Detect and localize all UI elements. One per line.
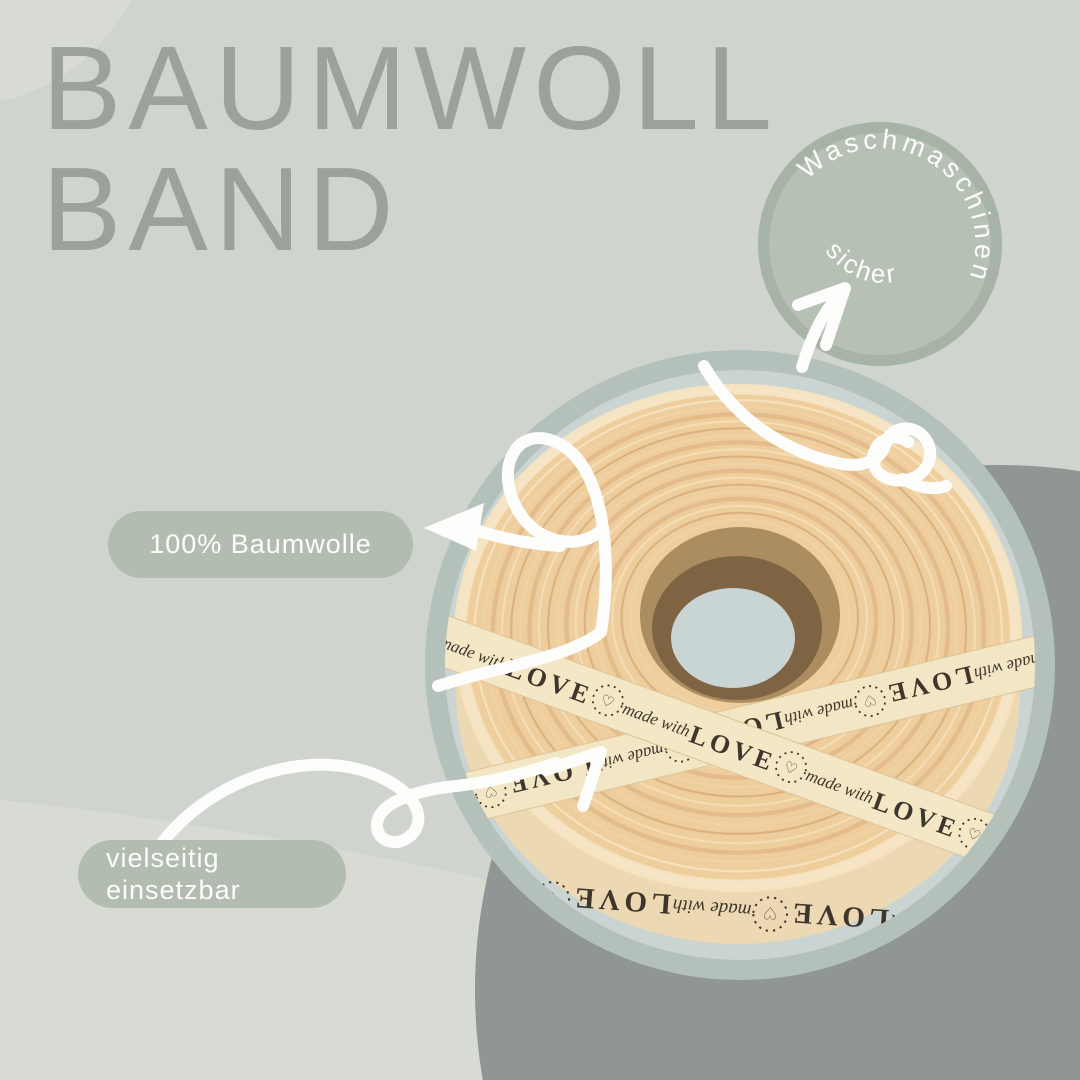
versatile-label-line1: vielseitig (106, 843, 220, 873)
ribbon-print-word: LOVE (570, 881, 672, 920)
title-line-1: BAUMWOLL (42, 22, 780, 155)
heart-icon-glyph: ♡ (598, 691, 617, 713)
blob-top-left (0, 0, 132, 100)
heart-icon (854, 685, 886, 718)
heart-icon-glyph: ♡ (861, 690, 878, 711)
heart-icon-glyph: ♡ (762, 903, 778, 924)
arrowhead-icon (792, 282, 851, 351)
arrow-shaft (432, 432, 612, 692)
core-hole (671, 588, 795, 688)
arrow-shaft (796, 295, 840, 373)
heart-icon (775, 751, 808, 784)
arrowhead-icon (540, 746, 607, 812)
badge-washsafe: Waschmaschinen sicher (758, 122, 1002, 366)
arrowhead-icon (424, 503, 484, 551)
arrow-to-ribbon (156, 746, 607, 849)
arrow-shaft (156, 757, 562, 849)
arrow-flourish-tail (897, 473, 952, 495)
versatile-label: vielseitig einsetzbar (78, 840, 346, 908)
material-label-text: 100% Baumwolle (149, 529, 372, 559)
versatile-label-line2: einsetzbar (106, 875, 241, 905)
arrow-to-badge (698, 282, 952, 495)
heart-icon-glyph: ♡ (781, 757, 800, 779)
material-label: 100% Baumwolle (108, 511, 413, 578)
arrow-flourish (698, 360, 937, 487)
arrow-to-material-label (424, 432, 612, 692)
heart-icon (752, 896, 788, 932)
heart-icon (474, 776, 507, 809)
title-line-2: BAND (42, 143, 401, 276)
